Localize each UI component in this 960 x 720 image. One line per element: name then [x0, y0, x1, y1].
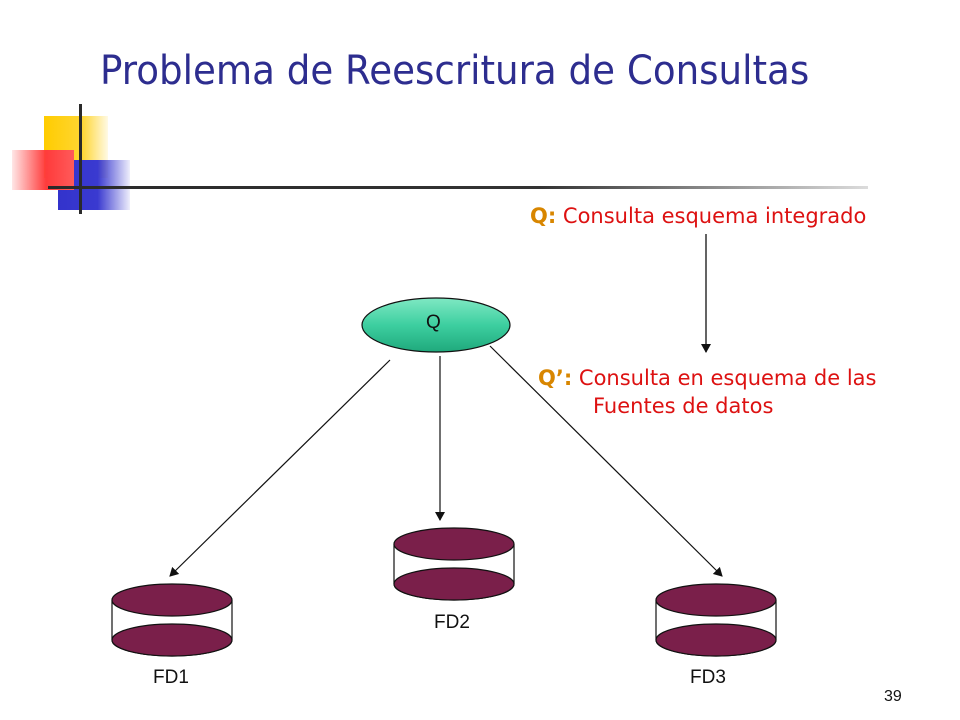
- fd3-label: FD3: [690, 667, 726, 688]
- query-node: [361, 297, 511, 353]
- slide-title: Problema de Reescritura de Consultas: [100, 48, 810, 94]
- fd1-label: FD1: [153, 667, 189, 688]
- decor-red-square: [12, 150, 74, 190]
- arrow-q-to-fd1: [169, 359, 391, 577]
- rewritten-query-note: Q’: Consulta en esquema de las Fuentes d…: [538, 364, 877, 420]
- query-note: Q: Consulta esquema integrado: [530, 204, 866, 228]
- cylinder-fd2: [393, 527, 515, 601]
- title-underline: [48, 186, 868, 189]
- query-node-label: Q: [426, 312, 441, 333]
- cylinder-fd3: [655, 583, 777, 657]
- rewritten-query-note-prefix: Q’:: [538, 366, 573, 390]
- query-note-prefix: Q:: [530, 204, 557, 228]
- cylinder-fd1: [111, 583, 233, 657]
- decor-vertical-line: [79, 104, 82, 214]
- rewritten-query-note-line1: Consulta en esquema de las: [572, 366, 877, 390]
- arrow-q-to-fd3: [489, 345, 723, 577]
- fd2-label: FD2: [434, 612, 470, 633]
- query-note-text: Consulta esquema integrado: [556, 204, 867, 228]
- page-number: 39: [884, 688, 902, 705]
- rewritten-query-note-line2: Fuentes de datos: [593, 394, 774, 418]
